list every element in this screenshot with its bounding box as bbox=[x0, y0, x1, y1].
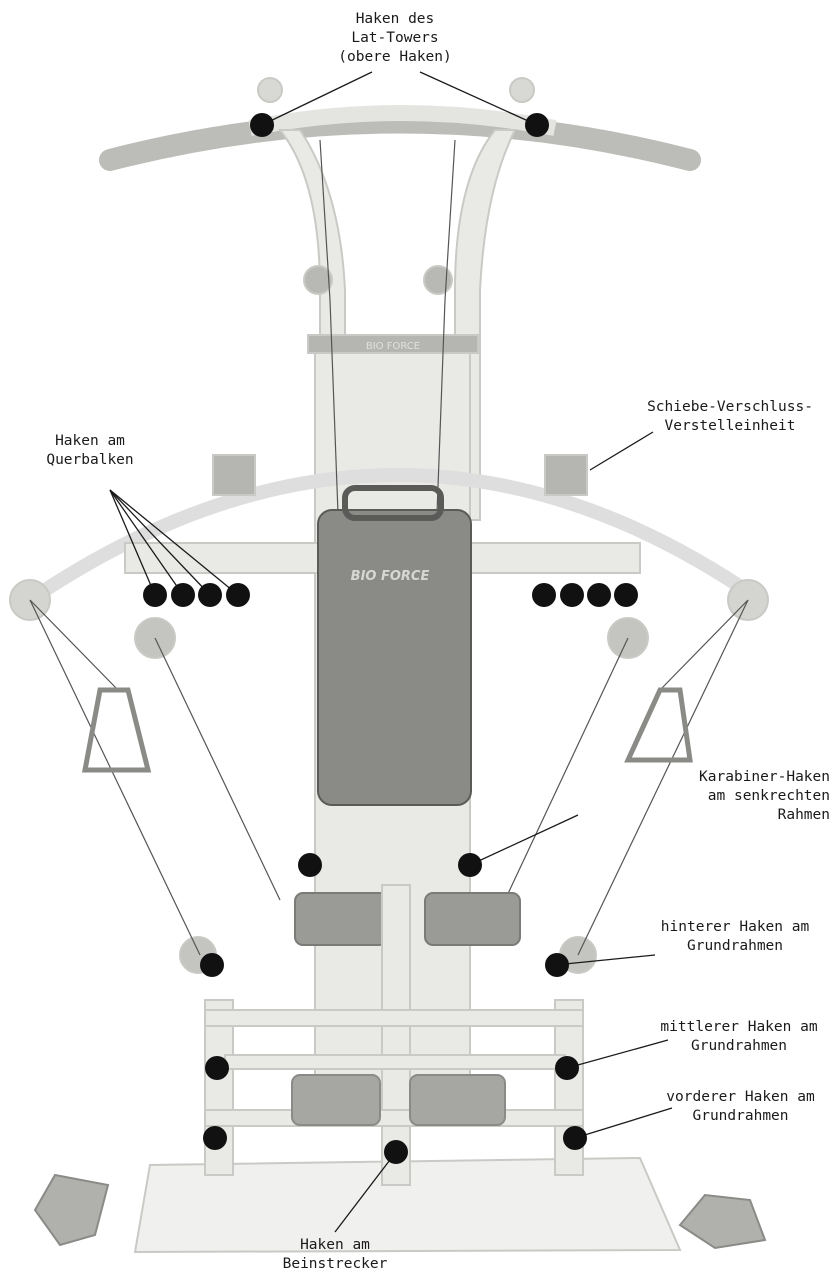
leg-pad-right bbox=[409, 1074, 506, 1126]
leader-crossbar-3 bbox=[109, 489, 211, 596]
label-line: Schiebe-Verschluss- bbox=[647, 399, 813, 415]
hook-marker-crossbar-right-4 bbox=[614, 583, 638, 607]
hook-marker-crossbar-left-3 bbox=[198, 583, 222, 607]
seat-logo: BIO FORCE bbox=[351, 569, 430, 584]
label-line: Haken des bbox=[355, 11, 435, 27]
label-line: Verstelleinheit bbox=[664, 418, 796, 434]
hook-marker-crossbar-left-2 bbox=[171, 583, 195, 607]
ankle-strap-right bbox=[678, 1193, 767, 1250]
label-line: vorderer Haken am bbox=[666, 1089, 815, 1105]
leader-lat-left bbox=[261, 71, 373, 126]
label-lat-tower-hooks: Haken des Lat-Towers (obere Haken) bbox=[320, 10, 470, 67]
leader-front-base bbox=[574, 1107, 673, 1139]
seat-pad-left bbox=[294, 892, 388, 946]
leader-lat-right bbox=[419, 71, 538, 126]
slide-lock-right bbox=[544, 454, 588, 496]
hook-marker-crossbar-right-2 bbox=[560, 583, 584, 607]
label-line: Grundrahmen bbox=[686, 938, 784, 954]
machine-illustration: BIO FORCE bbox=[9, 77, 769, 1254]
label-line: Beinstrecker bbox=[282, 1256, 388, 1272]
leader-rear-base bbox=[554, 954, 656, 966]
tower-band-text: BIO FORCE bbox=[366, 341, 420, 352]
label-slide-lock-unit: Schiebe-Verschluss- Verstelleinheit bbox=[640, 398, 820, 436]
label-front-base-hooks: vorderer Haken am Grundrahmen bbox=[648, 1088, 833, 1126]
hook-marker-crossbar-right-3 bbox=[587, 583, 611, 607]
ankle-strap-left bbox=[33, 1173, 110, 1247]
slide-lock-left bbox=[212, 454, 256, 496]
hook-marker-leg-extension bbox=[384, 1140, 408, 1164]
hook-marker-middle-left bbox=[205, 1056, 229, 1080]
label-carabiner-hooks: Karabiner-Haken am senkrechten Rahmen bbox=[670, 768, 830, 825]
hook-marker-front-right bbox=[563, 1126, 587, 1150]
label-line: Querbalken bbox=[46, 452, 134, 468]
seat-pad-right bbox=[424, 892, 521, 946]
leader-leg-extension bbox=[334, 1151, 397, 1233]
label-rear-base-hooks: hinterer Haken am Grundrahmen bbox=[640, 918, 830, 956]
label-line: Rahmen bbox=[777, 807, 830, 823]
seat-back bbox=[317, 509, 472, 806]
floor-mat bbox=[133, 1156, 682, 1254]
crossbar-arc bbox=[26, 468, 764, 606]
label-crossbar-hooks: Haken am Querbalken bbox=[30, 432, 150, 470]
leg-pad-left bbox=[291, 1074, 381, 1126]
label-line: Grundrahmen bbox=[690, 1038, 788, 1054]
hook-marker-rear-left bbox=[200, 953, 224, 977]
leg-extension bbox=[381, 884, 411, 1186]
label-line: (obere Haken) bbox=[338, 49, 452, 65]
handle-left bbox=[81, 687, 152, 773]
label-line: Karabiner-Haken bbox=[699, 769, 830, 785]
handle-right bbox=[624, 687, 693, 763]
label-line: Haken am bbox=[300, 1237, 370, 1253]
label-line: Haken am bbox=[55, 433, 125, 449]
leader-slide-lock bbox=[589, 431, 654, 471]
label-line: Lat-Towers bbox=[351, 30, 439, 46]
hook-marker-crossbar-right-1 bbox=[532, 583, 556, 607]
hook-marker-carabiner-left bbox=[298, 853, 322, 877]
hook-marker-crossbar-left-4 bbox=[226, 583, 250, 607]
lat-bar bbox=[99, 111, 701, 171]
hook-markers bbox=[143, 113, 638, 1164]
label-leg-extension-hook: Haken am Beinstrecker bbox=[260, 1236, 410, 1274]
hook-marker-crossbar-left-1 bbox=[143, 583, 167, 607]
leader-crossbar-2 bbox=[109, 489, 184, 596]
leader-crossbar-4 bbox=[109, 489, 239, 596]
label-line: mittlerer Haken am bbox=[660, 1019, 818, 1035]
leader-lines bbox=[109, 71, 673, 1233]
leader-carabiner bbox=[469, 814, 579, 866]
hook-marker-carabiner-right bbox=[458, 853, 482, 877]
hook-marker-front-left bbox=[203, 1126, 227, 1150]
hook-marker-middle-right bbox=[555, 1056, 579, 1080]
leader-crossbar-1 bbox=[109, 489, 156, 596]
leader-middle-base bbox=[566, 1039, 669, 1069]
label-line: Grundrahmen bbox=[692, 1108, 789, 1124]
tower-band bbox=[307, 334, 479, 354]
hook-marker-rear-right bbox=[545, 953, 569, 977]
label-line: hinterer Haken am bbox=[660, 919, 810, 935]
label-middle-base-hooks: mittlerer Haken am Grundrahmen bbox=[648, 1018, 830, 1056]
hook-marker-lat-left bbox=[250, 113, 274, 137]
label-line: am senkrechten bbox=[707, 788, 830, 804]
hook-marker-lat-right bbox=[525, 113, 549, 137]
